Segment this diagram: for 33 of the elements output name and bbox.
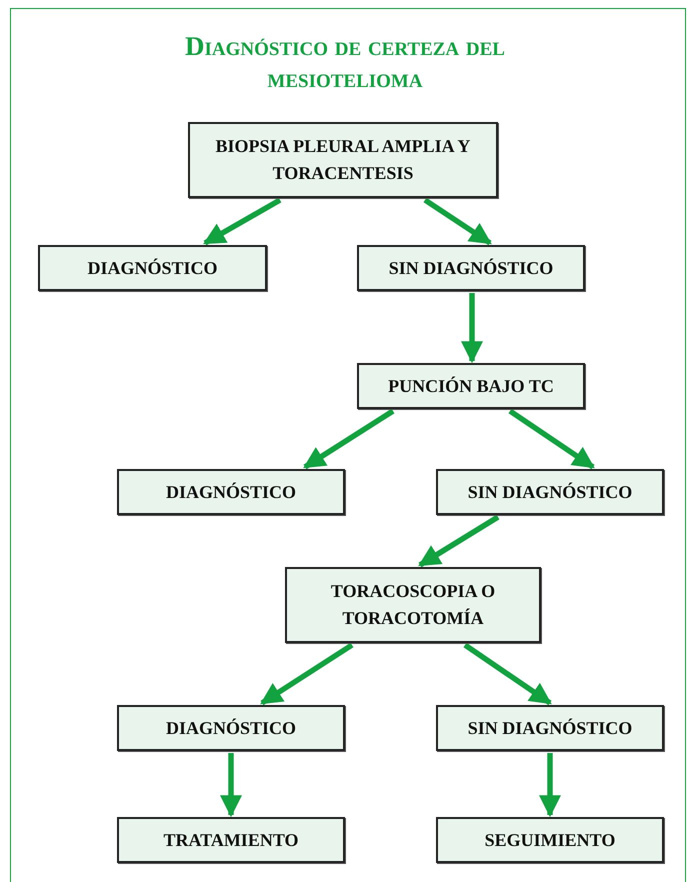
box-label: SEGUIMIENTO bbox=[484, 828, 616, 852]
box-label: DIAGNÓSTICO bbox=[166, 480, 296, 504]
process-box bbox=[117, 469, 345, 515]
process-box bbox=[357, 363, 585, 409]
arrow bbox=[418, 514, 500, 568]
box-label: SIN DIAGNÓSTICO bbox=[468, 480, 632, 504]
box-label: TRATAMIENTO bbox=[163, 828, 299, 852]
diagram-title: Diagnóstico de certeza del mesiotelioma bbox=[184, 30, 506, 94]
process-box bbox=[188, 122, 498, 198]
arrow bbox=[303, 408, 394, 470]
process-box bbox=[436, 705, 664, 751]
box-label: PUNCIÓN BAJO TC bbox=[388, 374, 554, 398]
process-box bbox=[357, 245, 585, 291]
box-label: BIOPSIA PLEURAL AMPLIA Y TORACENTESIS bbox=[214, 135, 472, 185]
process-box bbox=[117, 817, 345, 863]
arrow bbox=[461, 293, 483, 364]
process-box bbox=[436, 469, 664, 515]
process-box bbox=[436, 817, 664, 863]
process-box bbox=[285, 567, 541, 643]
box-label: TORACOSCOPIA O TORACOTOMÍA bbox=[330, 580, 496, 630]
arrow bbox=[423, 198, 492, 246]
process-box bbox=[38, 245, 267, 291]
arrow bbox=[539, 753, 561, 818]
arrow bbox=[260, 642, 354, 706]
box-label: SIN DIAGNÓSTICO bbox=[388, 256, 554, 280]
box-label: SIN DIAGNÓSTICO bbox=[468, 716, 632, 740]
arrow bbox=[203, 198, 282, 246]
box-label: DIAGNÓSTICO bbox=[166, 716, 296, 740]
process-box bbox=[117, 705, 345, 751]
arrow bbox=[220, 753, 242, 818]
arrow bbox=[508, 408, 595, 470]
box-label: DIAGNÓSTICO bbox=[87, 256, 218, 280]
arrow bbox=[463, 642, 552, 706]
